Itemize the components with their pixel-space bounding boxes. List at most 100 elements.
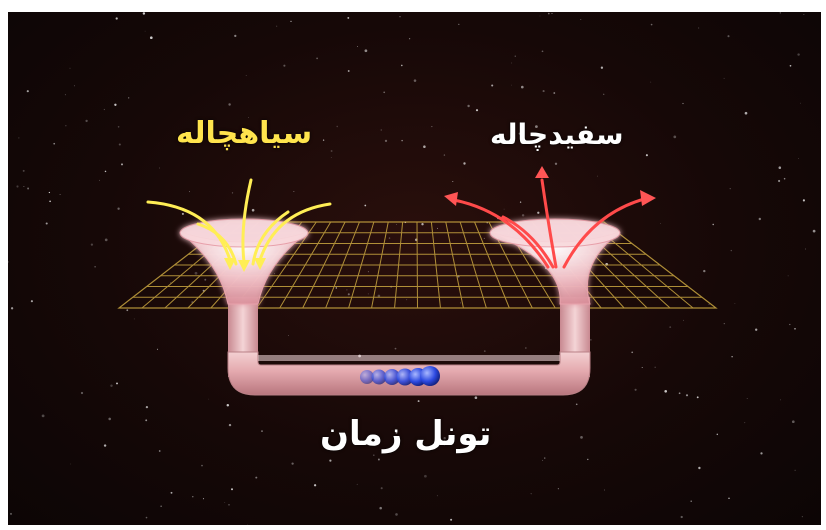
- star: [142, 12, 146, 15]
- star: [805, 248, 806, 250]
- star: [170, 491, 173, 494]
- star: [322, 139, 325, 141]
- star: [59, 193, 61, 196]
- star: [27, 187, 30, 190]
- infall-arrows: [146, 178, 332, 272]
- star: [537, 211, 540, 214]
- star: [503, 208, 505, 210]
- star: [116, 382, 118, 385]
- star: [208, 398, 210, 400]
- star: [103, 108, 106, 111]
- star: [682, 102, 684, 105]
- star: [202, 498, 205, 500]
- star: [600, 66, 604, 69]
- star: [408, 38, 411, 40]
- star: [357, 46, 358, 47]
- star: [669, 326, 672, 328]
- star: [8, 261, 9, 263]
- star: [727, 35, 730, 38]
- star: [443, 154, 446, 156]
- star: [744, 111, 748, 115]
- star: [783, 177, 786, 180]
- star: [99, 179, 101, 181]
- star: [316, 57, 318, 60]
- star: [16, 185, 19, 188]
- star: [400, 64, 403, 67]
- star: [231, 488, 233, 491]
- star: [126, 309, 129, 312]
- star: [221, 132, 224, 135]
- star: [377, 458, 380, 461]
- star: [336, 125, 338, 128]
- star: [261, 430, 263, 432]
- star: [553, 92, 556, 94]
- star: [575, 403, 578, 406]
- star: [547, 12, 550, 15]
- star: [423, 145, 426, 148]
- star: [483, 350, 486, 352]
- star: [396, 224, 397, 226]
- star: [703, 269, 706, 273]
- star: [406, 299, 408, 301]
- star: [364, 441, 366, 443]
- star: [723, 77, 725, 79]
- star: [755, 328, 758, 331]
- star: [603, 93, 605, 95]
- star: [716, 433, 719, 436]
- star: [518, 132, 522, 135]
- star: [181, 212, 184, 215]
- star: [247, 117, 249, 118]
- star: [247, 523, 248, 525]
- star: [108, 417, 111, 421]
- star: [557, 488, 559, 490]
- star: [521, 85, 524, 89]
- star: [641, 366, 643, 369]
- star: [708, 303, 710, 305]
- star: [388, 237, 391, 239]
- star: [511, 84, 513, 86]
- star: [678, 392, 681, 395]
- star: [760, 452, 763, 455]
- star: [45, 222, 48, 225]
- star: [723, 323, 725, 325]
- star: [698, 27, 700, 29]
- star: [758, 217, 762, 221]
- star: [156, 348, 159, 350]
- wormhole-diagram: سیاهچاله سفیدچاله تونل زمان: [8, 12, 821, 525]
- star: [680, 515, 683, 519]
- star: [290, 20, 292, 22]
- star: [596, 175, 598, 177]
- grid-line: [302, 221, 346, 309]
- star: [459, 302, 461, 304]
- star: [683, 319, 684, 321]
- star: [48, 191, 51, 194]
- star: [541, 50, 544, 53]
- star: [228, 504, 230, 506]
- star: [251, 208, 255, 212]
- star: [64, 94, 66, 96]
- star: [690, 500, 692, 503]
- star: [347, 293, 350, 296]
- grid-line: [474, 221, 510, 309]
- star: [103, 444, 107, 447]
- star: [443, 436, 446, 440]
- star: [794, 327, 796, 330]
- star: [544, 457, 546, 459]
- star: [519, 201, 522, 203]
- star: [521, 214, 525, 217]
- star: [650, 23, 653, 26]
- star: [128, 97, 130, 99]
- star: [801, 516, 803, 518]
- star: [379, 506, 382, 510]
- star: [144, 30, 146, 32]
- star: [452, 181, 454, 182]
- star: [283, 64, 286, 67]
- star: [539, 15, 541, 17]
- star: [696, 396, 699, 399]
- star: [413, 79, 417, 82]
- star: [118, 143, 121, 146]
- star: [114, 103, 117, 106]
- star: [530, 493, 532, 495]
- star: [65, 125, 67, 127]
- star: [728, 497, 730, 500]
